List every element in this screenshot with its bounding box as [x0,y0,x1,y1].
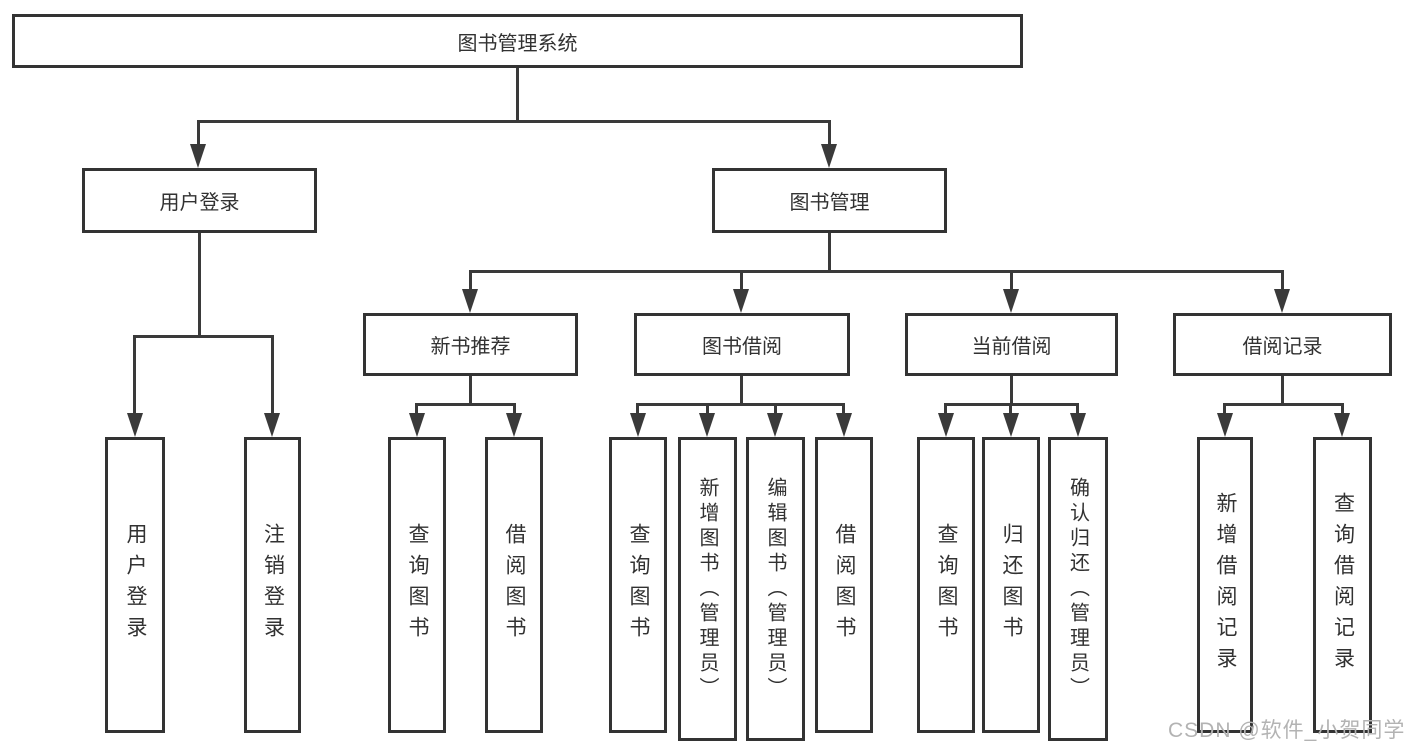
arrowhead-leaf-edit-book [767,413,783,437]
arrowhead-records [1274,289,1290,313]
connector-borrowing-hbar [636,403,845,406]
leaf-add-book-admin: 新增图书（管理员） [678,437,737,741]
arrowhead-leaf-logout [264,413,280,437]
leaf-borrow-books-recommend: 借阅图书 [485,437,543,733]
connector-book-mgmt-drop [828,120,831,146]
connector-current-stem [1010,376,1013,405]
arrowhead-leaf-borrow-recommend [506,413,522,437]
leaf-borrow-books-borrowing: 借阅图书 [815,437,873,733]
connector-user-login-hbar [133,335,274,338]
leaf-query-books-current: 查询图书 [917,437,975,733]
arrowhead-leaf-query-recommend [409,413,425,437]
connector-borrowing-drop [740,270,743,292]
leaf-query-borrow-record: 查询借阅记录 [1313,437,1372,733]
connector-recommend-hbar [415,403,516,406]
connector-book-mgmt-stem [828,233,831,273]
connector-leaf-logout-drop [271,335,274,415]
arrowhead-leaf-confirm-return [1070,413,1086,437]
arrowhead-leaf-add-record [1217,413,1233,437]
leaf-user-login: 用户登录 [105,437,165,733]
connector-recommend-drop [469,270,472,292]
connector-recommend-stem [469,376,472,405]
leaf-add-borrow-record: 新增借阅记录 [1197,437,1253,733]
node-root: 图书管理系统 [12,14,1023,68]
connector-current-drop [1010,270,1013,292]
connector-leaf13-drop [1341,403,1344,417]
leaf-query-books-borrowing: 查询图书 [609,437,667,733]
connector-root-hbar [197,120,830,123]
connector-leaf6-drop [706,403,709,417]
arrowhead-user-login [190,144,206,168]
connector-records-hbar [1223,403,1344,406]
leaf-query-books-recommend: 查询图书 [388,437,446,733]
arrowhead-leaf-query-record [1334,413,1350,437]
leaf-logout: 注销登录 [244,437,301,733]
connector-leaf5-drop [636,403,639,417]
arrowhead-leaf-query-borrowing [630,413,646,437]
connector-borrowing-stem [740,376,743,405]
connector-leaf9-drop [944,403,947,417]
arrowhead-leaf-return [1003,413,1019,437]
arrowhead-leaf-add-book [699,413,715,437]
arrowhead-recommend [462,289,478,313]
arrowhead-leaf-query-current [938,413,954,437]
arrowhead-borrowing [733,289,749,313]
connector-leaf4-drop [513,403,516,417]
node-current-borrowing: 当前借阅 [905,313,1118,376]
connector-leaf7-drop [774,403,777,417]
arrowhead-book-mgmt [821,144,837,168]
leaf-edit-book-admin: 编辑图书（管理员） [746,437,805,741]
node-new-book-recommend: 新书推荐 [363,313,578,376]
leaf-confirm-return-admin: 确认归还（管理员） [1048,437,1108,741]
node-book-borrowing: 图书借阅 [634,313,850,376]
leaf-return-books: 归还图书 [982,437,1040,733]
connector-user-login-stem [198,233,201,337]
node-book-management: 图书管理 [712,168,947,233]
connector-leaf12-drop [1223,403,1226,417]
node-user-login: 用户登录 [82,168,317,233]
connector-records-stem [1281,376,1284,405]
connector-book-mgmt-hbar [469,270,1283,273]
arrowhead-current [1003,289,1019,313]
connector-user-login-drop [197,120,200,146]
connector-leaf11-drop [1076,403,1079,417]
connector-leaf3-drop [415,403,418,417]
arrowhead-leaf-borrow-borrowing [836,413,852,437]
connector-leaf-login-drop [133,335,136,415]
connector-records-drop [1281,270,1284,292]
connector-root-stem [516,68,519,122]
csdn-watermark: CSDN @软件_小贺同学 [1168,719,1405,742]
arrowhead-leaf-login [127,413,143,437]
connector-leaf8-drop [842,403,845,417]
node-borrow-records: 借阅记录 [1173,313,1392,376]
connector-leaf10-drop [1009,403,1012,417]
